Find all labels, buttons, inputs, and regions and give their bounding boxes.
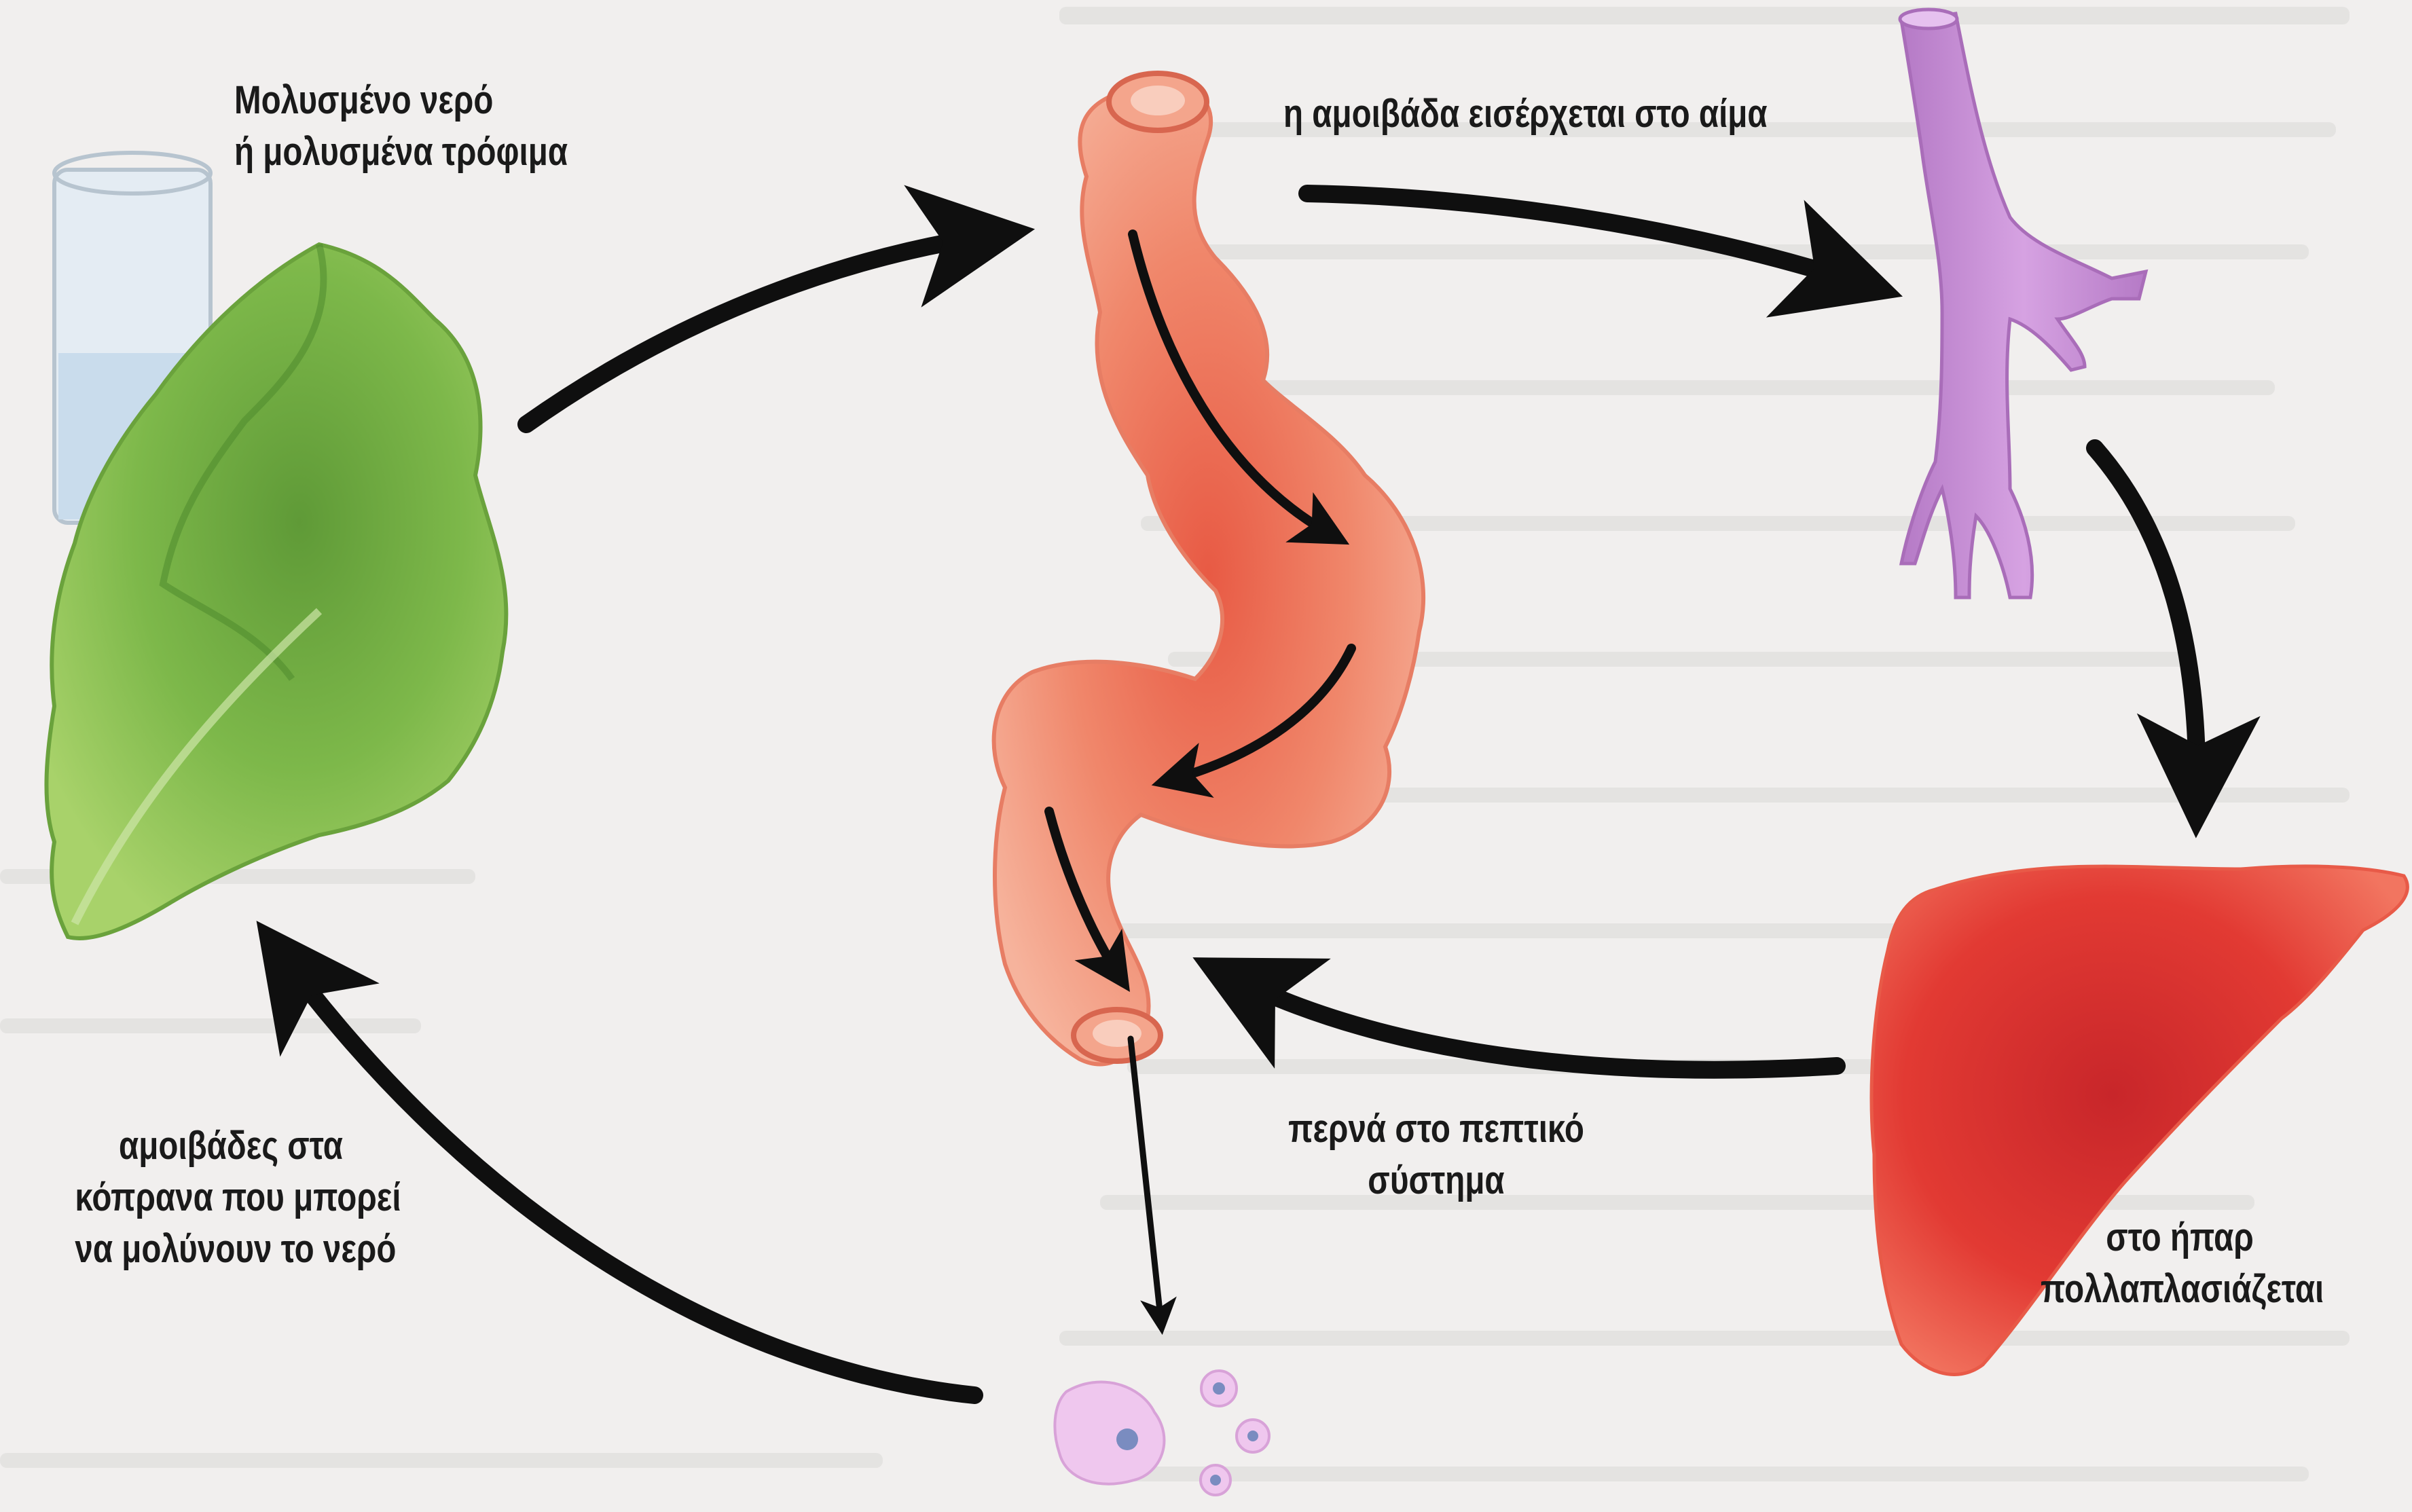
amoeba-cyst-icon [1055,1371,1269,1495]
label-feces-line1: αμοιβάδες στα [75,1120,386,1172]
arrow-intestine-to-cysts [1131,1039,1161,1324]
arrow-liver-to-intestine [1226,974,1837,1070]
blood-vessel-icon [1900,10,2146,597]
label-liver-line2: πολλαπλασιάζεται [2041,1264,2319,1315]
label-liver-line1: στο ήπαρ [2041,1212,2319,1264]
label-contaminated-source-line2: ή μολυσμένα τρόφιμα [234,126,568,178]
arrow-food-to-intestine [526,234,998,424]
arrow-intestine-to-blood [1307,193,1867,285]
label-contaminated-source-line1: Μολυσμένο νερό [234,75,493,126]
label-digestive-line1: περνά στο πεπτικό [1280,1103,1592,1155]
label-feces-line2: κόπρανα που μπορεί [75,1172,386,1223]
label-digestive-line2: σύστημα [1280,1155,1592,1206]
label-feces-line3: να μολύνουν το νερό [75,1223,386,1275]
label-enters-blood: η αμοιβάδα εισέρχεται στο αίμα [1283,88,1768,140]
intestine-icon [994,73,1423,1065]
arrow-blood-to-liver [2095,448,2197,801]
